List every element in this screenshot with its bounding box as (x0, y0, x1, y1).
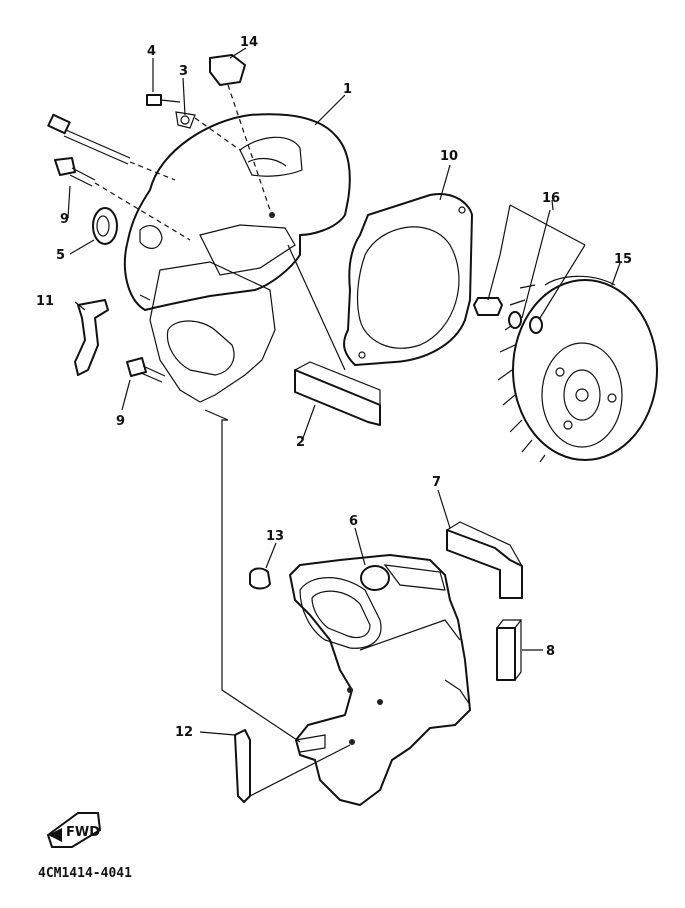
callout-4: 4 (147, 44, 156, 59)
plug-part-13 (249, 567, 271, 590)
callout-11: 11 (36, 294, 54, 309)
long-bolt (47, 113, 176, 181)
key-block-part-2 (287, 244, 381, 426)
callout-8: 8 (546, 644, 555, 659)
diagram-code: 4CM1414-4041 (38, 866, 132, 881)
callout-10: 10 (440, 149, 458, 164)
callout-16: 16 (542, 191, 560, 206)
bolt-part-9-bottom (126, 357, 166, 383)
callout-14: 14 (240, 35, 258, 50)
air-shroud-part-6 (289, 554, 471, 806)
fan-plate-part-10 (343, 193, 473, 366)
callout-9-bottom: 9 (116, 414, 125, 429)
front-marker-label: FWD (66, 825, 100, 840)
callout-6: 6 (349, 514, 358, 529)
block-part-8 (496, 619, 523, 681)
seal-part-5 (92, 207, 118, 245)
rubber-strip-part-7 (446, 521, 523, 599)
callout-12: 12 (175, 725, 193, 740)
callout-2: 2 (296, 435, 305, 450)
clip-part-14 (209, 54, 271, 211)
fan-cover-part-1 (123, 113, 351, 403)
callout-3: 3 (179, 64, 188, 79)
nut-and-washers-part-16 (473, 204, 586, 334)
bolt-part-9-top (54, 157, 191, 241)
lever-screw-part-3-4 (146, 94, 241, 151)
front-arrow-icon: FWD (46, 812, 102, 848)
callout-1: 1 (343, 82, 352, 97)
callout-labels: 1 2 3 4 5 6 7 8 9 9 10 11 12 13 14 15 16 (36, 35, 632, 740)
callout-7: 7 (432, 475, 441, 490)
flywheel-fan-part-15 (497, 275, 658, 463)
leader-lines (67, 47, 621, 736)
strip-part-12 (234, 729, 351, 803)
bracket-part-11 (74, 299, 109, 376)
callout-13: 13 (266, 529, 284, 544)
callout-9-top: 9 (60, 212, 69, 227)
callout-5: 5 (56, 248, 65, 263)
callout-15: 15 (614, 252, 632, 267)
assembly-guide-line (204, 409, 301, 743)
